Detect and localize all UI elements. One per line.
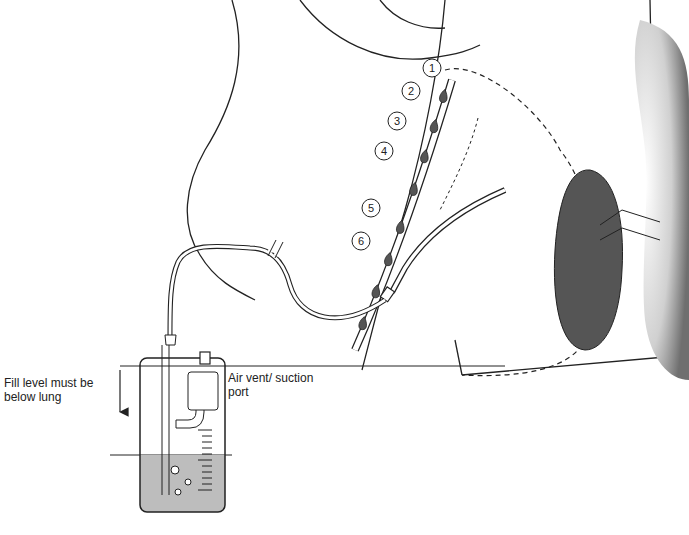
scale-tick [202,454,212,455]
drain-hole [372,285,380,298]
collapsed-lung [554,170,622,350]
scale-tick [202,472,212,473]
mediastinum-lines [600,210,660,240]
scale-tick [202,478,212,479]
drain-hole [430,120,438,133]
callout-number: 1 [425,61,439,75]
scale-tick [202,466,212,467]
scale-tick [202,484,212,485]
callout-number: 3 [390,114,404,128]
scale-tick [198,460,212,461]
scale-tick [202,442,212,443]
drainage-tubing [165,240,385,345]
callout-circle [352,232,370,250]
scale-tick [202,448,212,449]
drain-hole [359,317,367,330]
drainage-bottle [140,345,225,512]
callout-circle [388,112,406,130]
drain-hole [396,220,404,233]
callout-circle [423,59,441,77]
callout-number: 2 [404,84,418,98]
chest-drain [355,80,505,350]
drain-hole [421,150,429,163]
callout-circle [375,142,393,160]
drain-hole [385,253,393,266]
callout-number: 5 [364,201,378,215]
scale-tick [198,430,212,431]
scale-tick [198,490,212,491]
callout-circles [352,59,441,250]
callout-circle [362,199,380,217]
drain-hole [439,89,447,102]
callout-number: 4 [377,144,391,158]
scale-tick [202,436,212,437]
annotation: Fill level must be below lung [4,376,108,404]
right-lung [635,20,689,380]
annotation: Air vent/ suction port [228,371,318,399]
drain-hole [410,182,418,195]
callout-circle [402,82,420,100]
body-outline [187,0,688,375]
callout-number: 6 [354,234,368,248]
